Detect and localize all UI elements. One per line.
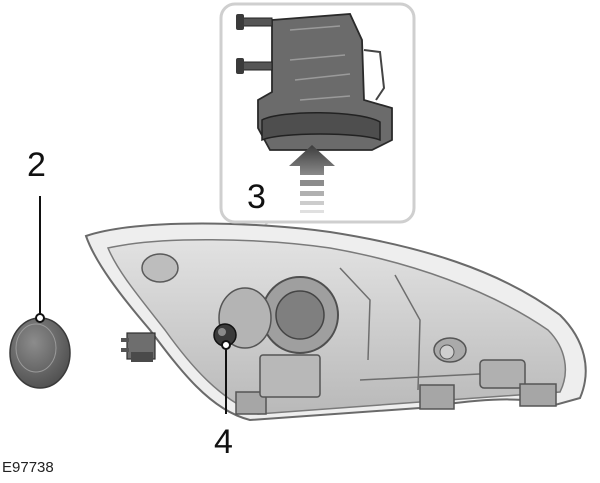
headlamp-housing (84, 222, 587, 422)
callout-4: 4 (214, 423, 233, 461)
callout-3: 3 (247, 178, 266, 216)
dust-cap (9, 317, 71, 389)
figure-reference: E97738 (2, 459, 54, 476)
bulb-holder-small (121, 332, 156, 362)
callout-2: 2 (27, 146, 46, 184)
inset-box (219, 2, 416, 224)
leader-lines (35, 196, 231, 414)
